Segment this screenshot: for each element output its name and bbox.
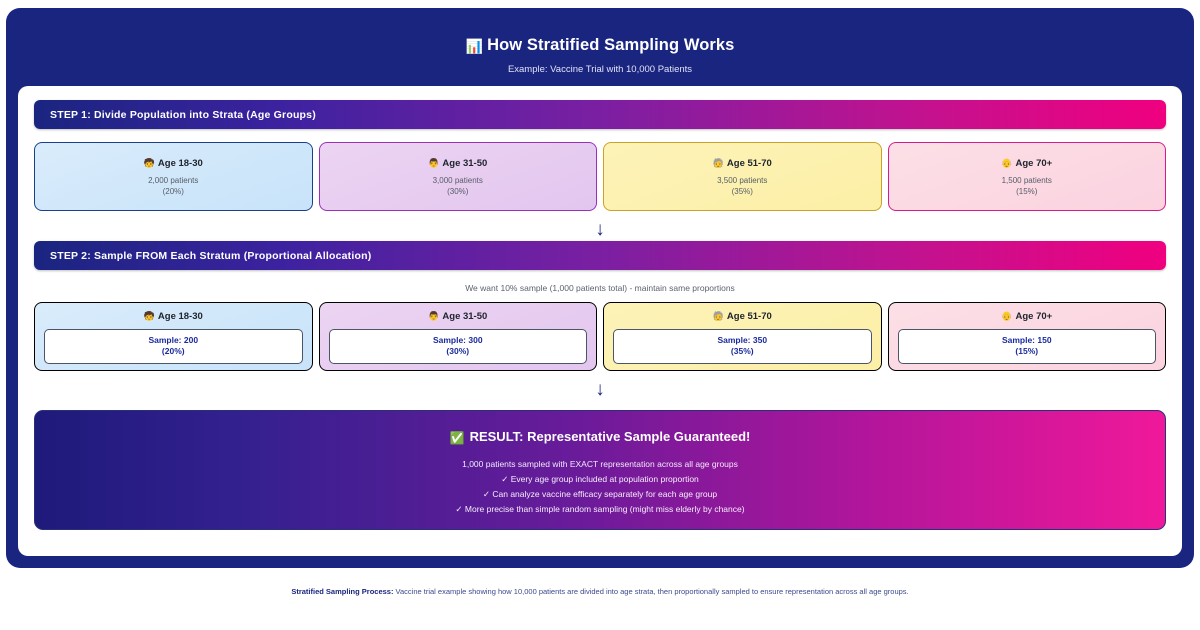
sample-value-box: Sample: 300 (30%) [328,329,587,364]
page-title: 📊How Stratified Sampling Works [6,35,1194,56]
page-title-text: How Stratified Sampling Works [487,36,735,54]
person-icon: 👨 [428,311,440,321]
sample-pct: (20%) [161,346,185,356]
sample-title: 🧓Age 51-70 [613,310,872,323]
person-icon: 🧓 [712,157,724,168]
sample-title: 👨Age 31-50 [329,310,588,323]
sample-card: 👴Age 70+ Sample: 150 (15%) [887,302,1166,371]
header: 📊How Stratified Sampling Works Example: … [6,8,1194,76]
stratum-card: 🧓Age 51-70 3,500 patients (35%) [603,142,882,211]
arrow-row-2: ↓ [34,379,1166,401]
sample-value-box: Sample: 200 (20%) [44,329,303,364]
sample-label: Age 18-30 [157,311,203,322]
outer-frame: 📊How Stratified Sampling Works Example: … [6,8,1194,568]
sample-count: Sample: 200 [148,335,199,345]
stratum-title: 🧓Age 51-70 [713,157,772,170]
arrow-row-1: ↓ [34,219,1166,241]
person-icon: 👴 [1001,311,1013,321]
check-mark-icon: ✅ [449,431,465,445]
sample-title: 👴Age 70+ [898,310,1157,323]
person-icon: 🧒 [143,157,155,168]
step1-banner-label: STEP 1: Divide Population into Strata (A… [50,108,316,121]
sample-label: Age 70+ [1015,311,1053,322]
stratum-title: 👴Age 70+ [1001,157,1052,170]
result-title: ✅ RESULT: Representative Sample Guarantee… [35,428,1165,447]
result-bullet: ✓ Can analyze vaccine efficacy separatel… [482,489,718,499]
sample-value-box: Sample: 350 (35%) [613,329,872,364]
stratum-card: 🧒Age 18-30 2,000 patients (20%) [34,142,313,211]
caption-bold: Stratified Sampling Process: [291,587,394,596]
bar-chart-icon: 📊 [465,38,484,54]
result-title-text: RESULT: Representative Sample Guaranteed… [469,429,751,444]
body-card: STEP 1: Divide Population into Strata (A… [18,86,1182,556]
arrow-down-icon: ↓ [595,219,605,240]
stratum-count: 2,000 patients [148,175,199,185]
sample-card: 🧒Age 18-30 Sample: 200 (20%) [34,302,313,371]
stratum-pct: (15%) [1016,186,1038,196]
sample-card: 🧓Age 51-70 Sample: 350 (35%) [603,302,882,371]
stratum-title: 🧒Age 18-30 [144,157,203,170]
sample-count: Sample: 150 [1001,335,1052,345]
step2-banner-label: STEP 2: Sample FROM Each Stratum (Propor… [50,249,372,262]
stratum-pct: (20%) [162,186,184,196]
stratum-count: 3,500 patients [717,175,768,185]
stratum-count: 1,500 patients [1001,175,1052,185]
result-panel: ✅ RESULT: Representative Sample Guarantee… [34,410,1166,530]
person-icon: 👴 [1001,157,1013,168]
step2-note: We want 10% sample (1,000 patients total… [465,283,735,293]
page-subtitle: Example: Vaccine Trial with 10,000 Patie… [507,64,693,75]
person-icon: 🧓 [712,311,724,321]
step1-banner: STEP 1: Divide Population into Strata (A… [34,100,1166,129]
stratum-card: 👴Age 70+ 1,500 patients (15%) [887,142,1166,211]
sample-row: 🧒Age 18-30 Sample: 200 (20%) 👨Age 31-50 … [34,302,1166,371]
sample-label: Age 51-70 [726,311,772,322]
stratum-label: Age 70+ [1015,157,1053,169]
sample-pct: (30%) [446,346,470,356]
result-bullet: ✓ Every age group included at population… [501,474,699,484]
stratum-pct: (30%) [447,186,469,196]
sample-pct: (35%) [730,346,754,356]
sample-count: Sample: 300 [432,335,483,345]
sample-title: 🧒Age 18-30 [44,310,303,323]
caption-text: Vaccine trial example showing how 10,000… [393,587,909,596]
stratum-label: Age 18-30 [157,157,203,169]
strata-row: 🧒Age 18-30 2,000 patients (20%) 👨Age 31-… [34,142,1166,211]
stratum-title: 👨Age 31-50 [428,157,487,170]
stratum-card: 👨Age 31-50 3,000 patients (30%) [318,142,597,211]
stratum-count: 3,000 patients [432,175,483,185]
person-icon: 👨 [428,157,440,168]
arrow-down-icon: ↓ [595,379,605,400]
stratum-label: Age 31-50 [442,157,488,169]
stratum-label: Age 51-70 [726,157,772,169]
stratum-pct: (35%) [731,186,753,196]
caption: Stratified Sampling Process: Vaccine tri… [0,586,1200,597]
sample-label: Age 31-50 [442,311,488,322]
result-subtitle: 1,000 patients sampled with EXACT repres… [462,459,738,469]
sample-pct: (15%) [1015,346,1039,356]
step2-banner: STEP 2: Sample FROM Each Stratum (Propor… [34,241,1166,270]
sample-value-box: Sample: 150 (15%) [897,329,1156,364]
result-bullet: ✓ More precise than simple random sampli… [455,504,745,514]
person-icon: 🧒 [143,311,155,321]
sample-count: Sample: 350 [717,335,768,345]
sample-card: 👨Age 31-50 Sample: 300 (30%) [318,302,597,371]
